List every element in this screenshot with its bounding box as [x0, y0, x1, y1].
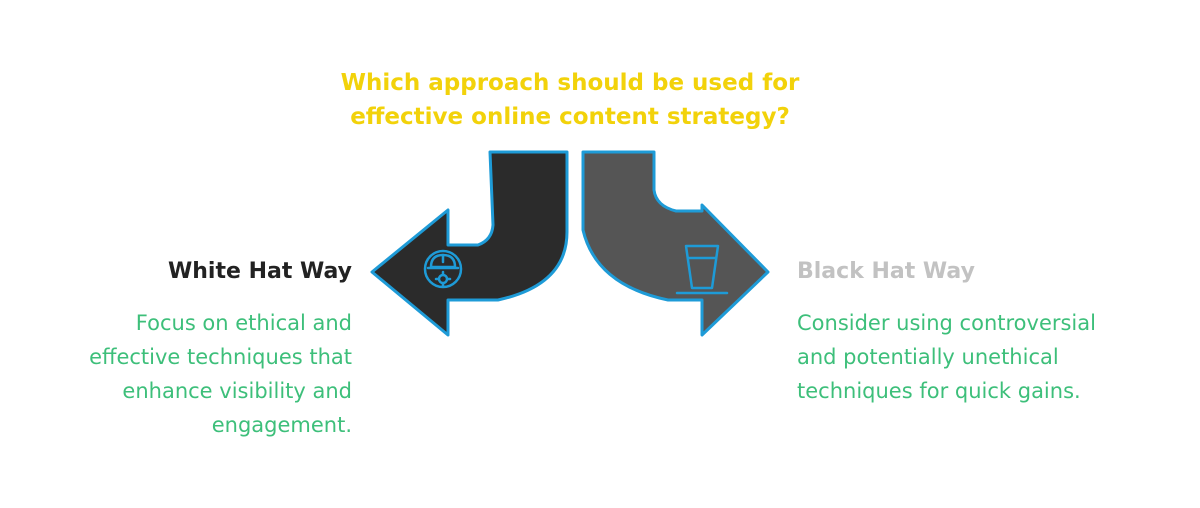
white-hat-description-line: Focus on ethical and [135, 311, 352, 335]
question-heading: Which approach should be used for effect… [300, 66, 840, 134]
question-line-2: effective online content strategy? [350, 104, 790, 130]
white-hat-description-line: effective techniques that [89, 345, 352, 369]
white-hat-description-line: enhance visibility and [122, 379, 352, 403]
top-hat-icon [675, 244, 729, 295]
black-hat-description-line: Consider using controversial [797, 311, 1096, 335]
engineer-helmet-gear-icon [423, 249, 463, 289]
white-hat-description: Focus on ethical and effective technique… [89, 306, 352, 442]
black-hat-description-line: and potentially unethical [797, 345, 1059, 369]
white-hat-title: White Hat Way [168, 259, 352, 284]
white-hat-arrow [370, 150, 569, 337]
black-hat-description: Consider using controversial and potenti… [797, 306, 1096, 408]
black-hat-description-line: techniques for quick gains. [797, 379, 1081, 403]
question-line-1: Which approach should be used for [340, 70, 800, 96]
black-hat-arrow [581, 150, 770, 337]
white-hat-description-line: engagement. [211, 413, 352, 437]
black-hat-title: Black Hat Way [797, 259, 975, 284]
